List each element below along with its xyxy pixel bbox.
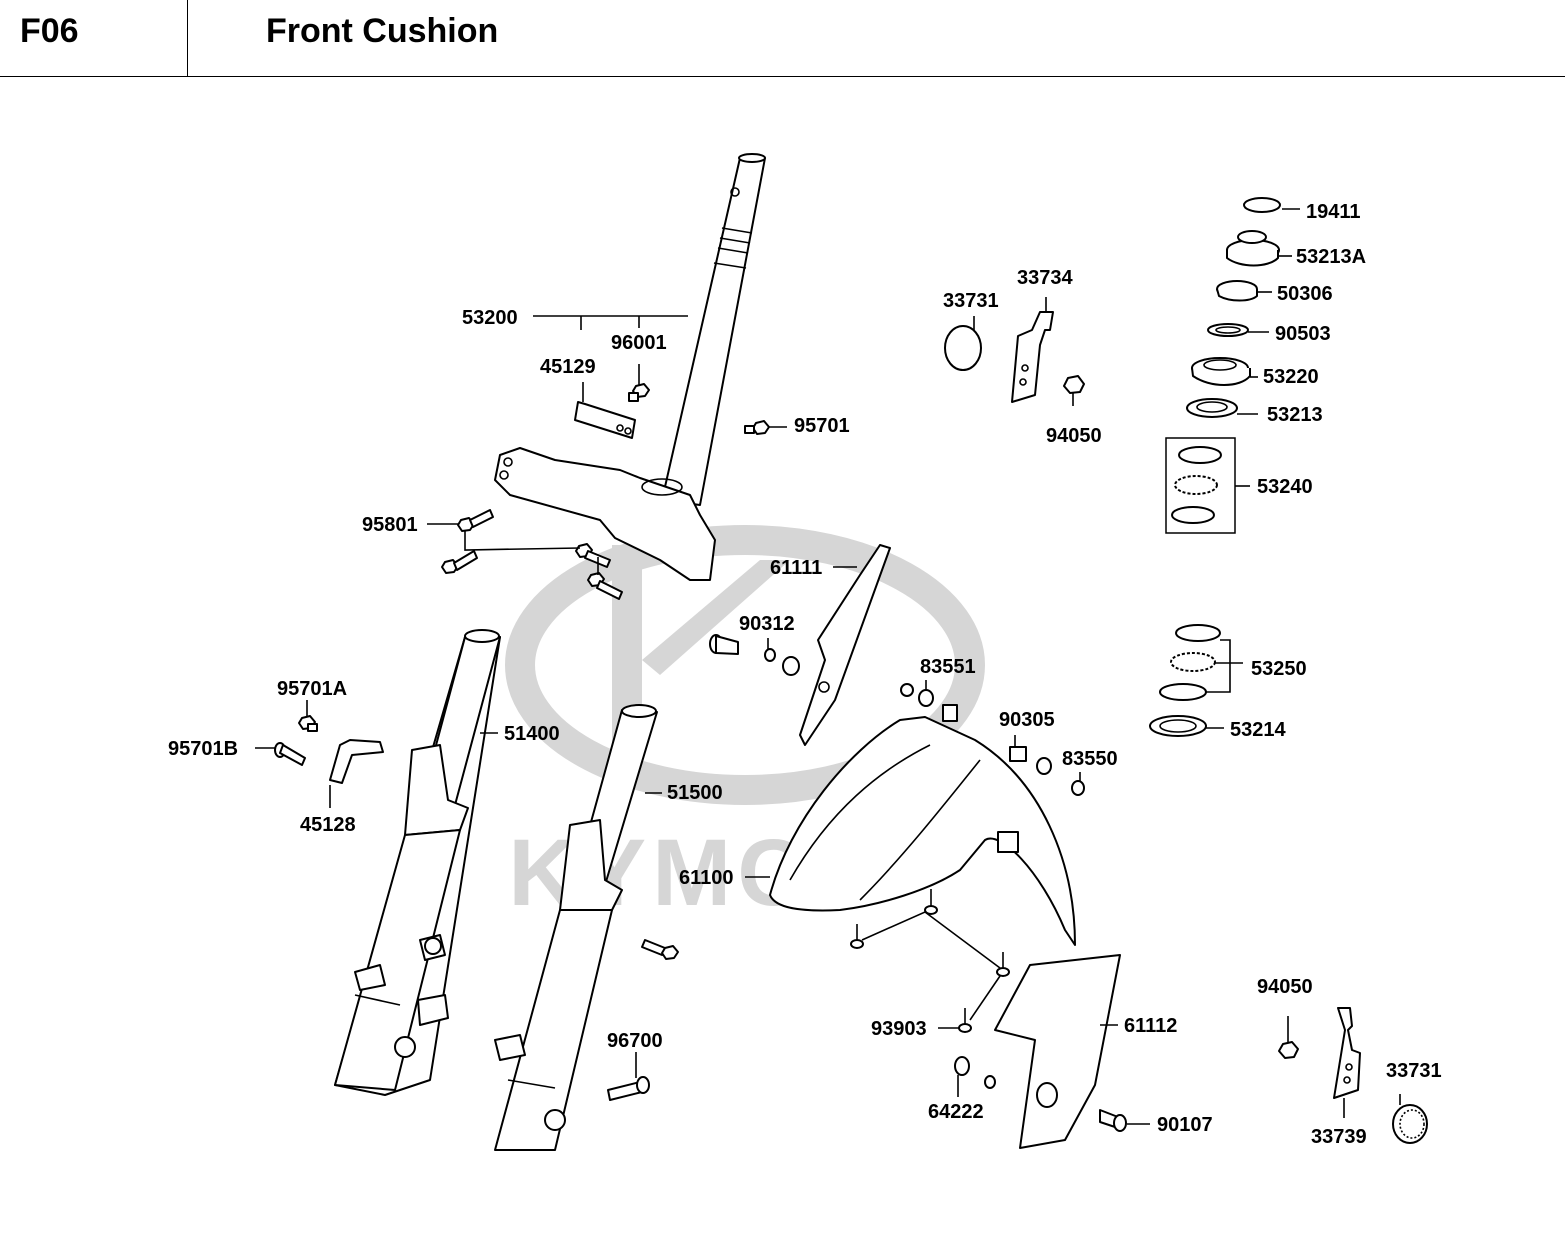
part-label[interactable]: 53213A (1296, 246, 1366, 268)
page-title: Front Cushion (266, 12, 499, 50)
part-label[interactable]: 95701 (794, 415, 850, 437)
bracket-collar (641, 478, 683, 496)
part-bracket-45128[interactable] (329, 739, 384, 784)
part-label[interactable]: 19411 (1306, 201, 1361, 223)
part-bearing-set-53250[interactable] (1159, 624, 1231, 701)
part-fork-left-51400[interactable] (334, 629, 501, 1096)
part-label[interactable]: 96001 (611, 332, 667, 354)
part-label[interactable]: 53200 (462, 307, 518, 329)
part-label[interactable]: 90107 (1157, 1114, 1213, 1136)
part-labels: 19411 53213A 50306 90503 53220 53213 532… (168, 201, 1442, 1148)
part-nut-94050-lower[interactable] (1278, 1041, 1299, 1059)
part-bolt-95701A[interactable] (298, 715, 318, 732)
part-label[interactable]: 33739 (1311, 1126, 1367, 1148)
part-label[interactable]: 33731 (1386, 1060, 1442, 1082)
watermark-k-arm (642, 560, 790, 675)
part-label[interactable]: 90503 (1275, 323, 1331, 345)
part-bolt-96001[interactable] (628, 383, 650, 402)
part-bolts-95801[interactable] (441, 509, 623, 600)
part-label[interactable]: 83550 (1062, 748, 1118, 770)
part-grommet-83551[interactable] (900, 683, 958, 722)
page-header: F06 Front Cushion (0, 0, 1565, 77)
part-label[interactable]: 53213 (1267, 404, 1323, 426)
part-washer-90503[interactable] (1207, 323, 1249, 337)
part-nut-94050-upper[interactable] (1063, 375, 1085, 394)
leader-lines (255, 208, 1401, 1125)
part-label[interactable]: 33731 (943, 290, 999, 312)
part-bolt-95701B[interactable] (274, 742, 306, 766)
part-clamp-45129[interactable] (574, 401, 636, 439)
part-screws-93903[interactable] (850, 889, 1010, 1033)
part-cap-19411[interactable] (1243, 197, 1281, 213)
part-label[interactable]: 53220 (1263, 366, 1319, 388)
part-nut-53213A[interactable] (1226, 230, 1280, 267)
part-reflector-33731-upper[interactable] (944, 325, 982, 371)
part-bracket-33734[interactable] (1011, 311, 1054, 403)
part-label[interactable]: 51400 (504, 723, 560, 745)
part-label[interactable]: 94050 (1257, 976, 1313, 998)
watermark-ellipse (505, 525, 985, 805)
part-label[interactable]: 61100 (679, 867, 734, 889)
part-label[interactable]: 53240 (1257, 476, 1313, 498)
part-label[interactable]: 53250 (1251, 658, 1307, 680)
part-label[interactable]: 33734 (1017, 267, 1073, 289)
part-washer-83550[interactable] (1071, 780, 1085, 796)
part-bracket-33739[interactable] (1333, 1007, 1361, 1099)
stem-top (738, 153, 766, 163)
part-fork-right-51500[interactable] (494, 704, 658, 1151)
part-label[interactable]: 93903 (871, 1018, 927, 1040)
part-race-53214[interactable] (1149, 715, 1207, 737)
part-label[interactable]: 45128 (300, 814, 356, 836)
part-label[interactable]: 61112 (1124, 1015, 1177, 1037)
bracket-hole-1 (503, 457, 513, 467)
part-bolt-90312[interactable] (709, 634, 800, 676)
part-label[interactable]: 95701A (277, 678, 347, 700)
stem-tube (661, 157, 766, 506)
part-reflector-33731-lower[interactable] (1392, 1104, 1428, 1144)
part-label[interactable]: 64222 (928, 1101, 984, 1123)
part-bolt-fork-right[interactable] (641, 939, 679, 960)
part-label[interactable]: 96700 (607, 1030, 663, 1052)
part-label[interactable]: 51500 (667, 782, 723, 804)
part-label[interactable]: 45129 (540, 356, 596, 378)
part-label[interactable]: 90312 (739, 613, 795, 635)
stem-hole (730, 187, 740, 197)
part-race-53220[interactable] (1191, 357, 1251, 386)
part-label[interactable]: 95801 (362, 514, 418, 536)
stem-threads (713, 227, 753, 269)
part-label[interactable]: 50306 (1277, 283, 1333, 305)
part-nut-90305[interactable] (1009, 746, 1052, 775)
part-label[interactable]: 95701B (168, 738, 238, 760)
part-nut-50306[interactable] (1216, 280, 1258, 302)
part-seal-53213[interactable] (1186, 398, 1238, 418)
part-bolt-96700[interactable] (607, 1076, 650, 1101)
part-bolt-90107[interactable] (1099, 1109, 1127, 1132)
lower-bracket (494, 447, 716, 581)
part-label[interactable]: 94050 (1046, 425, 1102, 447)
part-bearing-set-53240[interactable] (1165, 437, 1236, 534)
part-grommet-64222[interactable] (954, 1056, 996, 1089)
part-bolt-95701[interactable] (744, 420, 770, 435)
section-code: F06 (20, 12, 79, 50)
part-label[interactable]: 61111 (770, 557, 822, 579)
part-label[interactable]: 53214 (1230, 719, 1286, 741)
part-label[interactable]: 90305 (999, 709, 1055, 731)
part-fender-cover-61112[interactable] (994, 954, 1121, 1149)
part-label[interactable]: 83551 (920, 656, 976, 678)
bracket-hole-2 (499, 470, 509, 480)
part-fender-cover-61111[interactable] (799, 544, 891, 746)
part-steering-stem[interactable] (494, 153, 766, 581)
header-divider (187, 0, 188, 76)
part-front-fender-61100[interactable] (769, 716, 1076, 946)
